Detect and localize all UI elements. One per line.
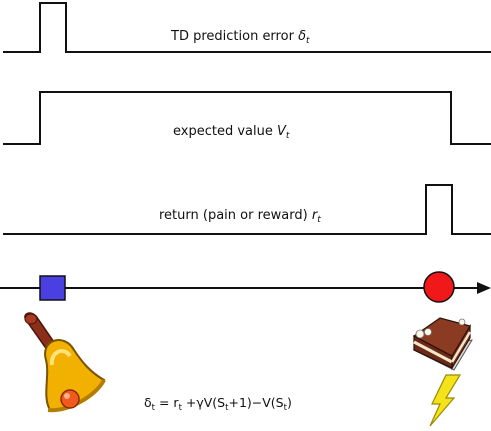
eq-delta: δ [144, 395, 152, 410]
eq-sub-4: t [283, 403, 287, 413]
eq-part-4: ) [286, 395, 292, 410]
cue-marker [39, 275, 66, 301]
td-error-subscript: t [306, 36, 310, 46]
lightning-bolt-icon [429, 374, 462, 427]
td-error-symbol: δ [298, 29, 307, 44]
eq-sub-3: t [225, 403, 229, 413]
return-label-text: return (pain or reward) [159, 208, 308, 223]
expected-value-label: expected value Vt [173, 124, 290, 141]
expected-value-symbol: V [277, 124, 286, 139]
time-axis-arrowhead [477, 282, 491, 294]
bell-icon [24, 312, 106, 413]
td-error-label-text: TD prediction error [171, 29, 294, 44]
expected-value-label-text: expected value [173, 124, 273, 139]
eq-part-2: +γV(S [181, 395, 226, 410]
eq-sub-1: t [151, 403, 155, 413]
eq-sub-2: t [178, 403, 182, 413]
eq-part-1: = r [155, 395, 179, 410]
return-trace [3, 184, 491, 235]
return-symbol: r [311, 208, 318, 223]
return-label: return (pain or reward) rt [159, 208, 321, 225]
expected-value-trace [3, 91, 491, 145]
td-error-equation: δt = rt +γV(St+1)−V(St) [144, 395, 292, 413]
expected-value-subscript: t [285, 131, 290, 141]
reward-marker [423, 271, 455, 303]
return-subscript: t [317, 215, 321, 225]
td-error-trace [3, 2, 491, 53]
eq-part-3: +1)−V(S [228, 395, 284, 410]
cake-icon [412, 317, 473, 371]
td-error-label: TD prediction error δt [171, 29, 310, 46]
